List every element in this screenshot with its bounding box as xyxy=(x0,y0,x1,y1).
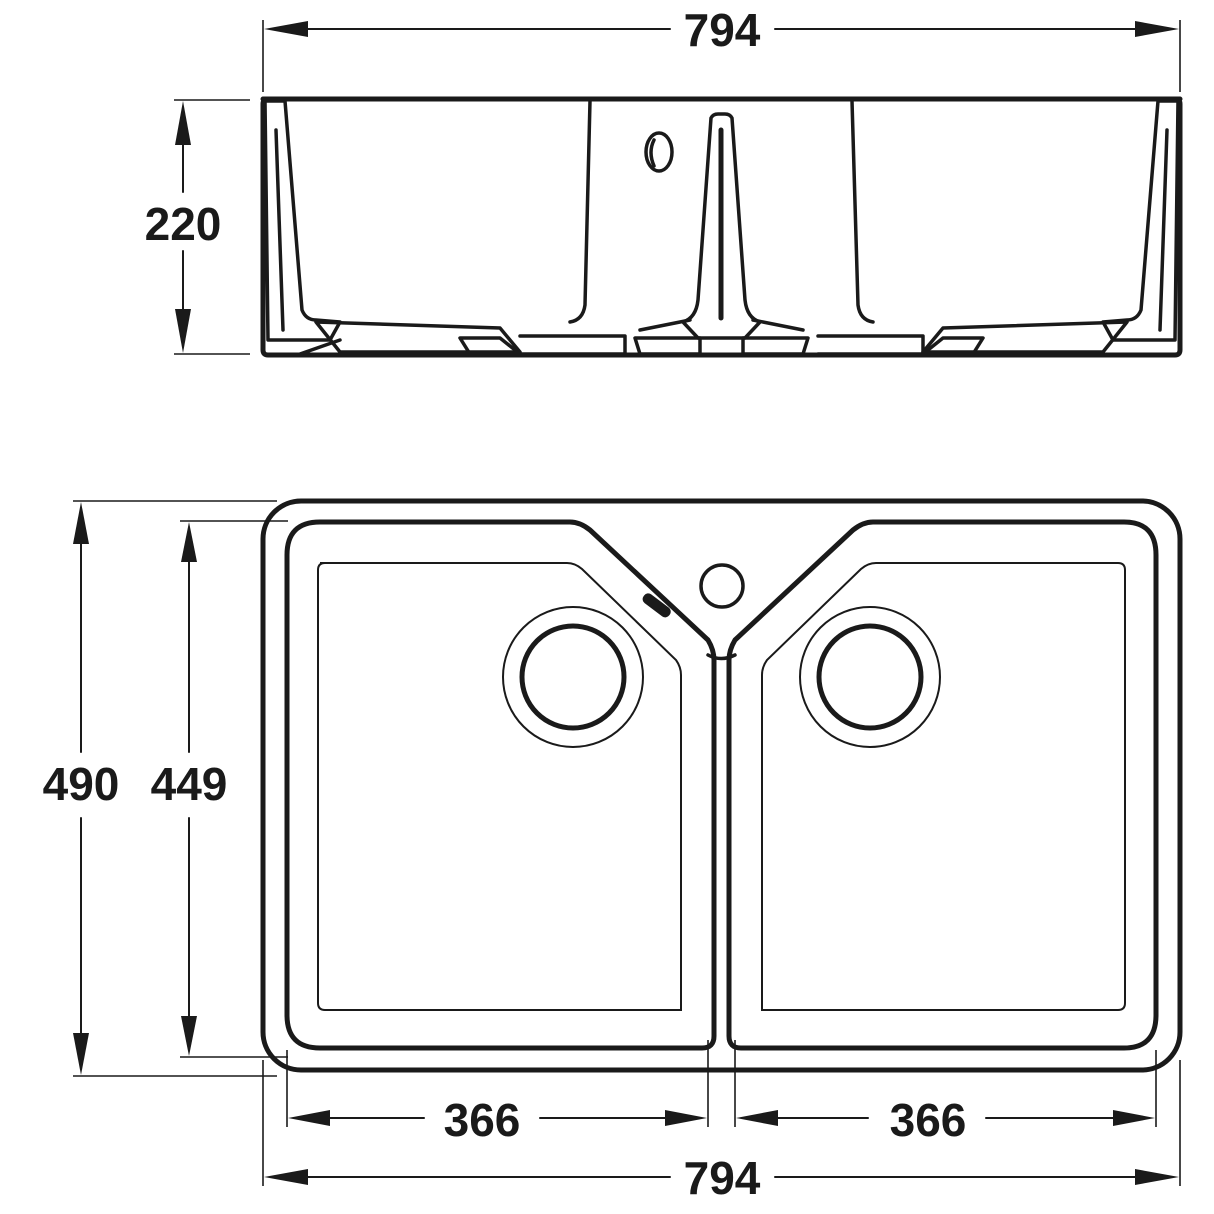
arrow-right-icon xyxy=(1113,1110,1155,1126)
plan-bowl-width-dimensions: 366 366 xyxy=(286,1040,1157,1146)
plan-depth-label: 490 xyxy=(43,758,120,810)
sink-cross-section xyxy=(260,96,1183,358)
section-height-label: 220 xyxy=(145,198,222,250)
section-width-dimension: 794 xyxy=(262,4,1181,92)
arrow-left-icon xyxy=(288,1110,330,1126)
left-waste-icon xyxy=(519,623,627,731)
arrow-up-icon xyxy=(73,502,89,544)
arrow-up-icon xyxy=(175,101,191,145)
right-waste-icon xyxy=(816,623,924,731)
arrow-left-icon xyxy=(264,21,308,37)
arrow-up-icon xyxy=(181,522,197,562)
arrow-down-icon xyxy=(73,1033,89,1075)
arrow-right-icon xyxy=(1135,1169,1179,1185)
overflow-hole-icon xyxy=(644,131,674,173)
arrow-left-icon xyxy=(736,1110,778,1126)
left-waste-outer-icon xyxy=(502,606,644,748)
tap-hole-icon xyxy=(699,563,745,609)
arrow-down-icon xyxy=(181,1016,197,1056)
section-view: 794 220 xyxy=(145,4,1183,358)
sink-plan xyxy=(260,498,1183,1073)
arrow-left-icon xyxy=(264,1169,308,1185)
plan-bowl-depth-label: 449 xyxy=(151,758,228,810)
left-bowl-width-label: 366 xyxy=(444,1094,521,1146)
arrow-right-icon xyxy=(665,1110,707,1126)
arrow-down-icon xyxy=(175,309,191,353)
overflow-slot-icon xyxy=(642,593,671,618)
plan-depth-dimension: 490 xyxy=(43,500,277,1077)
plan-width-label: 794 xyxy=(684,1152,761,1204)
arrow-right-icon xyxy=(1135,21,1179,37)
plan-width-dimension: 794 xyxy=(262,1060,1181,1204)
plan-view: 490 449 xyxy=(43,498,1183,1204)
right-waste-outer-icon xyxy=(799,606,941,748)
section-height-dimension: 220 xyxy=(145,99,250,355)
right-bowl-width-label: 366 xyxy=(890,1094,967,1146)
plan-bowl-depth-dimension: 449 xyxy=(151,520,288,1058)
section-width-label: 794 xyxy=(684,4,761,56)
